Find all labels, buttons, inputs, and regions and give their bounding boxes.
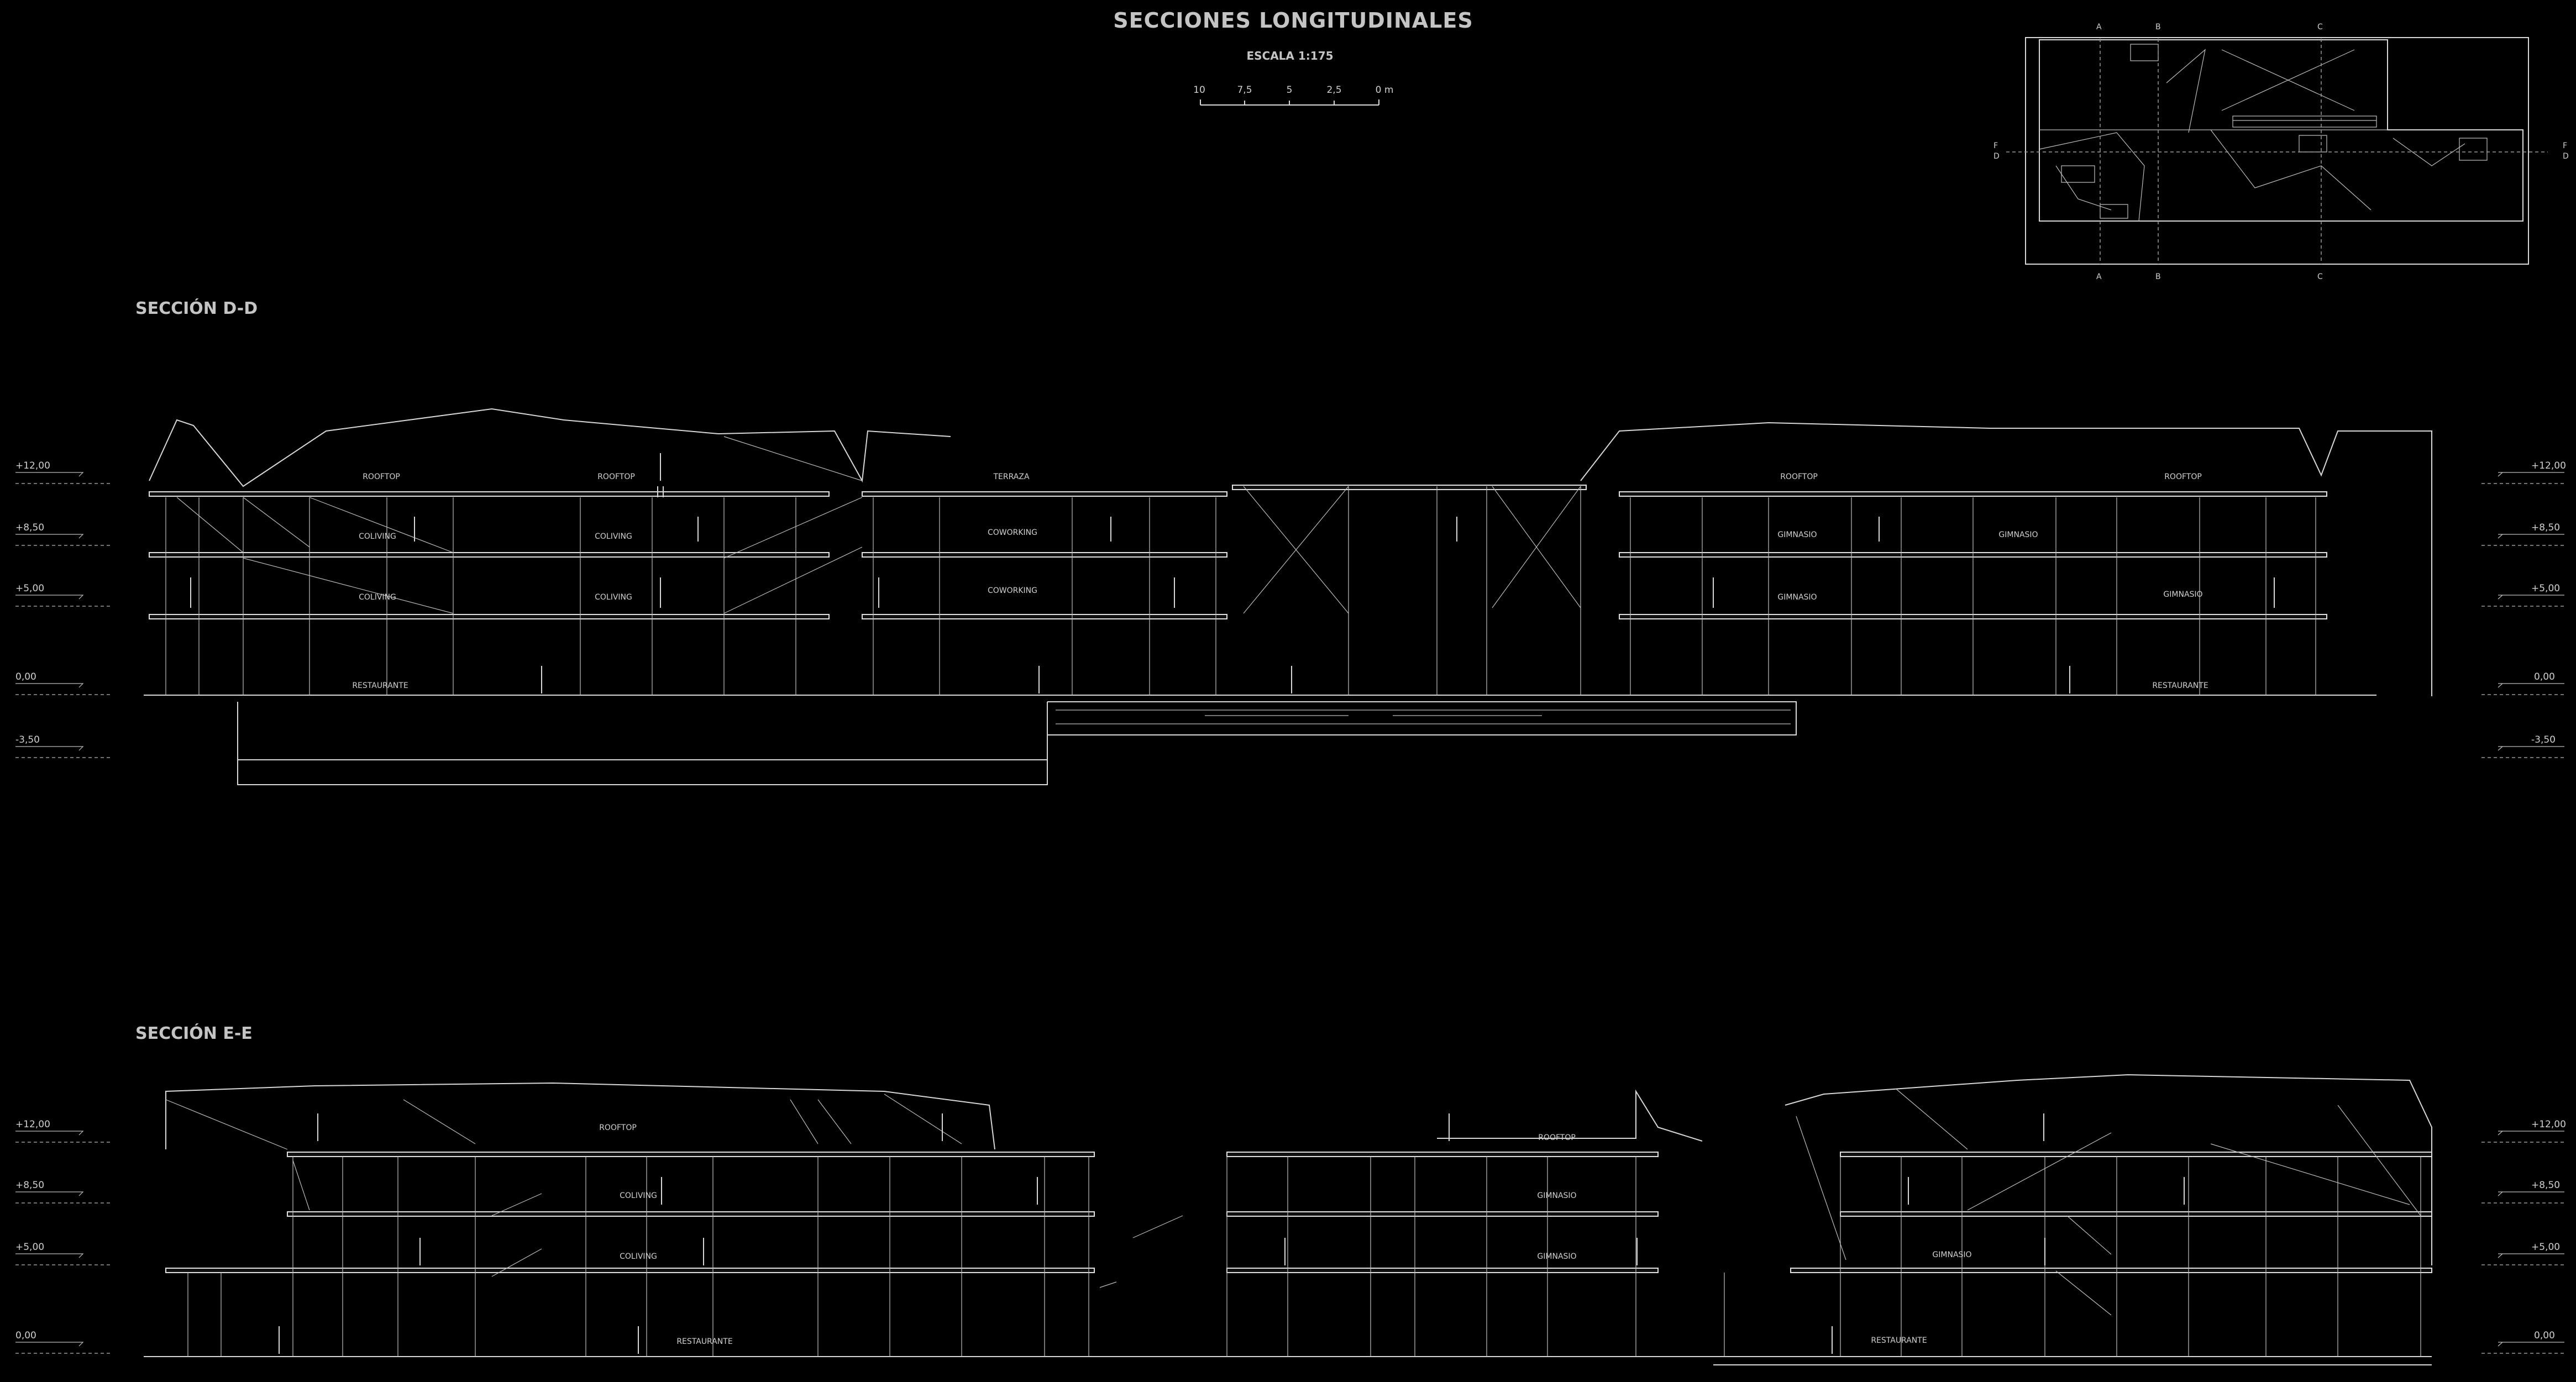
ee-level-left-12: +12,00: [15, 1119, 50, 1130]
keyplan-mark-bottom-c: C: [2317, 272, 2323, 281]
section-dd-drawing: ROOFTOP ROOFTOP TERRAZA ROOFTOP ROOFTOP …: [144, 408, 2432, 785]
ee-level-right-12: +12,00: [2531, 1119, 2566, 1130]
dd-level-left-12: +12,00: [15, 460, 50, 471]
dd-room-coliving-1: COLIVING: [359, 532, 396, 541]
scale-label: ESCALA 1:175: [1246, 49, 1333, 62]
ee-level-left-5: +5,00: [15, 1242, 44, 1253]
dd-level-right-minus-3-5: -3,50: [2531, 734, 2556, 745]
keyplan-mark-top-b: B: [2155, 23, 2161, 31]
dd-level-right-12: +12,00: [2531, 460, 2566, 471]
dd-room-gimnasio-2: GIMNASIO: [1998, 530, 2038, 539]
dd-room-restaurante-1: RESTAURANTE: [352, 681, 408, 690]
scale-tick-0: 0 m: [1376, 85, 1394, 96]
dd-room-gimnasio-1: GIMNASIO: [1777, 530, 1817, 539]
section-dd-title: SECCIÓN D-D: [135, 298, 258, 318]
ee-level-right-0: 0,00: [2534, 1330, 2555, 1341]
dd-level-right-5: +5,00: [2531, 583, 2560, 594]
dd-room-rooftop-2: ROOFTOP: [597, 472, 635, 481]
ee-room-restaurante-1: RESTAURANTE: [676, 1337, 732, 1346]
ee-room-gimnasio-3: GIMNASIO: [1932, 1250, 1971, 1259]
dd-room-coliving-4: COLIVING: [595, 593, 632, 602]
scale-tick-2-5: 2,5: [1326, 85, 1341, 96]
keyplan-mark-right-f: F: [2563, 141, 2567, 150]
section-ee-drawing: ROOFTOP ROOFTOP COLIVING GIMNASIO COLIVI…: [144, 1074, 2432, 1365]
keyplan-mark-top-a: A: [2096, 23, 2102, 31]
ee-level-left-8-5: +8,50: [15, 1180, 44, 1191]
keyplan-mark-left-f: F: [1993, 141, 1998, 150]
dd-level-right-8-5: +8,50: [2531, 522, 2560, 533]
dd-room-rooftop-1: ROOFTOP: [363, 472, 400, 481]
keyplan-mark-bottom-b: B: [2155, 272, 2161, 281]
key-plan: A B C A B C F D F D: [1993, 23, 2569, 281]
ee-room-rooftop-2: ROOFTOP: [1538, 1133, 1576, 1142]
dd-room-coliving-2: COLIVING: [595, 532, 632, 541]
keyplan-mark-left-d: D: [1993, 152, 2000, 161]
keyplan-mark-top-c: C: [2317, 23, 2323, 31]
scale-tick-7-5: 7,5: [1237, 85, 1252, 96]
dd-level-right-0: 0,00: [2534, 671, 2555, 682]
scale-tick-10: 10: [1193, 85, 1205, 96]
dd-level-left-8-5: +8,50: [15, 522, 44, 533]
dd-room-gimnasio-3: GIMNASIO: [1777, 593, 1817, 602]
ee-room-restaurante-2: RESTAURANTE: [1871, 1336, 1927, 1345]
dd-room-restaurante-2: RESTAURANTE: [2152, 681, 2208, 690]
ee-room-gimnasio-1: GIMNASIO: [1537, 1191, 1576, 1200]
dd-level-left-minus-3-5: -3,50: [15, 734, 40, 745]
ee-level-right-8-5: +8,50: [2531, 1180, 2560, 1191]
dd-room-gimnasio-4: GIMNASIO: [2163, 590, 2202, 599]
section-dd-level-markers: +12,00 +8,50 +5,00 0,00 -3,50 +12,00 +8,…: [15, 460, 2566, 758]
ee-level-right-5: +5,00: [2531, 1242, 2560, 1253]
dd-level-left-0: 0,00: [15, 671, 36, 682]
ee-room-coliving-1: COLIVING: [620, 1191, 657, 1200]
scale-tick-5: 5: [1287, 85, 1293, 96]
dd-level-left-5: +5,00: [15, 583, 44, 594]
dd-room-coworking-2: COWORKING: [988, 586, 1037, 595]
keyplan-mark-right-d: D: [2563, 152, 2569, 161]
keyplan-mark-bottom-a: A: [2096, 272, 2102, 281]
ee-room-coliving-2: COLIVING: [620, 1252, 657, 1261]
ee-room-rooftop-1: ROOFTOP: [599, 1123, 637, 1132]
dd-room-coworking-1: COWORKING: [988, 528, 1037, 537]
section-ee-level-markers: +12,00 +8,50 +5,00 0,00 +12,00 +8,50 +5,…: [15, 1119, 2566, 1354]
sheet-title: SECCIONES LONGITUDINALES: [1113, 8, 1473, 33]
ee-room-gimnasio-2: GIMNASIO: [1537, 1252, 1576, 1261]
dd-room-coliving-3: COLIVING: [359, 593, 396, 602]
section-ee-title: SECCIÓN E-E: [135, 1023, 253, 1043]
dd-room-rooftop-4: ROOFTOP: [2164, 472, 2202, 481]
scale-bar: 10 7,5 5 2,5 0 m: [1193, 85, 1394, 106]
dd-room-rooftop-3: ROOFTOP: [1780, 472, 1818, 481]
dd-room-terraza: TERRAZA: [993, 472, 1029, 481]
ee-level-left-0: 0,00: [15, 1330, 36, 1341]
